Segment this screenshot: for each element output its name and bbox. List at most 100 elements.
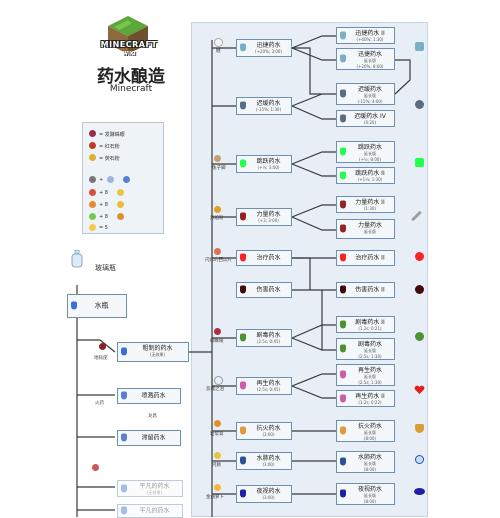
strength-ii-label: 力量药水 II [355, 199, 385, 206]
fermented-spider-eye-icon [89, 130, 96, 137]
poison-node[interactable]: 剧毒药水 (2.5s; 0:45) [236, 329, 292, 347]
water-breathing-ext-duration: (8:00) [363, 467, 377, 472]
page-title: 药水酿造 [97, 67, 165, 87]
fire-res-ext-label: 抗火药水 [357, 423, 382, 430]
ingredient-cluster-icon [92, 464, 99, 471]
healing-ii-node[interactable]: 治疗药水 II [336, 250, 395, 266]
harming-ii-icon [339, 285, 346, 295]
swiftness-ii-sub: (+40%; 1:30) [356, 37, 384, 42]
heal-effect-icon [415, 252, 424, 261]
night-vision-label: 夜视药水 [256, 488, 281, 495]
regen-ext-label: 再生药水 [357, 367, 382, 374]
rabbit-foot-icon [214, 155, 221, 162]
leaping-node[interactable]: 跳跃药水 (+½; 3:00) [236, 155, 292, 173]
water-breathing-node[interactable]: 水肺药水 (3:00) [236, 452, 292, 470]
healing-node[interactable]: 治疗药水 [236, 250, 292, 266]
awkward-potion-icon [120, 347, 127, 357]
strength-ext-label: 力量药水 [357, 222, 382, 229]
splash-potion-node[interactable]: 喷溅药水 [117, 388, 181, 404]
strength-ext-node[interactable]: 力量药水 延长版 [336, 219, 395, 239]
water-bottle-node[interactable]: 水瓶 [67, 294, 127, 318]
night-vision-ext-sub: 延长版 [364, 493, 376, 498]
harming-node[interactable]: 伤害药水 [236, 282, 292, 298]
slowness-iv-sub: (0:20) [363, 120, 377, 125]
swiftness-sub: (+20%; 3:00) [255, 49, 282, 54]
regen-ext-node[interactable]: 再生药水 延长版 (2.5s; 1:30) [336, 364, 395, 386]
fire-res-ext-duration: (8:00) [363, 436, 377, 441]
night-vision-ext-label: 夜视药水 [357, 486, 382, 493]
water-breathing-label: 水肺药水 [256, 455, 281, 462]
golden-carrot-trunk-icon [214, 484, 221, 491]
swiftness-icon [239, 43, 246, 53]
regen-node[interactable]: 再生药水 (2.5s; 0:45) [236, 377, 292, 395]
strength-node[interactable]: 力量药水 (+3; 3:00) [236, 208, 292, 226]
thick-potion-label: 平凡的药水 [139, 483, 170, 490]
slowness-iv-icon [339, 114, 346, 123]
fire-res-sub: (3:00) [262, 432, 275, 437]
swiftness-ext-node[interactable]: 迅捷药水 延长版 (+20%; 8:00) [336, 48, 395, 70]
blaze-powder-label: 烈焰粉 [210, 216, 224, 221]
golden-carrot-icon [117, 201, 124, 208]
spider-eye-label: 蜘蛛眼 [210, 339, 224, 344]
poison-ii-icon [339, 320, 346, 329]
slowness-node[interactable]: 迟缓药水 (-15%; 1:30) [236, 97, 292, 115]
regen-ext-sub: 延长版 [364, 374, 376, 379]
melon-icon [89, 189, 96, 196]
strength-ext-icon [339, 224, 346, 234]
poison-ii-node[interactable]: 剧毒药水 II (1.2s; 0:21) [336, 316, 395, 333]
shield-effect-icon [415, 424, 424, 433]
slowness-label: 迟缓药水 [256, 100, 281, 107]
fire-res-node[interactable]: 抗火药水 (3:00) [236, 422, 292, 440]
swiftness-ii-node[interactable]: 迅捷药水 II (+40%; 1:30) [336, 27, 395, 44]
poison-sub: (2.5s; 0:45) [256, 339, 281, 344]
fire-res-ext-node[interactable]: 抗火药水 延长版 (8:00) [336, 420, 395, 442]
glowstone-icon [89, 154, 96, 161]
strength-ii-node[interactable]: 力量药水 II (1:30) [336, 196, 395, 213]
leaping-ii-node[interactable]: 跳跃药水 II (+1¼; 1:30) [336, 167, 395, 184]
thick-potion-node[interactable]: 平凡的药水 (无效果) [117, 480, 183, 497]
nether-wart-label: 地狱疣 [94, 356, 108, 361]
regen-ii-icon [339, 394, 346, 403]
legend-box: = 发酵蛛眼 = 红石粉 = 荧石粉 + + 8 + 8 + 8 = 5 [82, 122, 164, 234]
slowness-icon [239, 101, 246, 111]
logo-subtext: WIKI [122, 51, 136, 57]
mundane-potion-node[interactable]: 平凡的药水 [117, 504, 183, 518]
slowness-ext-node[interactable]: 迟缓药水 延长版 (-15%; 4:00) [336, 83, 395, 105]
leaping-ext-label: 跳跃药水 [357, 144, 382, 151]
slowness-sub: (-15%; 1:30) [255, 107, 282, 112]
awkward-potion-node[interactable]: 粗制的药水 (无效果) [117, 342, 189, 362]
logo-text: MINECRAFT [100, 40, 158, 49]
regen-ii-node[interactable]: 再生药水 II (1.2s; 0:22) [336, 390, 395, 407]
spider-eye-icon [214, 328, 221, 335]
swiftness-ext-icon [339, 54, 346, 64]
heart-effect-icon [414, 380, 425, 394]
slimeball-icon [89, 213, 96, 220]
lingering-potion-node[interactable]: 滞留药水 [117, 430, 181, 446]
legend-fermented: = 发酵蛛眼 [99, 132, 125, 138]
leaping-ext-node[interactable]: 跳跃药水 延长版 (+½; 8:00) [336, 141, 395, 163]
legend-formula-2: + 8 [99, 202, 108, 208]
leaping-ext-sub: 延长版 [364, 151, 376, 156]
lingering-potion-label: 滞留药水 [141, 434, 166, 442]
night-vision-ext-node[interactable]: 夜视药水 延长版 (8:00) [336, 483, 395, 505]
gunpowder-icon [89, 176, 96, 183]
poison-ext-icon [339, 344, 346, 354]
fire-res-icon [239, 426, 246, 436]
legend-redstone: = 红石粉 [99, 144, 120, 150]
water-breathing-ext-icon [339, 457, 346, 467]
harming-ii-node[interactable]: 伤害药水 II [336, 282, 395, 298]
swiftness-ext-label: 迅捷药水 [357, 51, 382, 58]
swiftness-node[interactable]: 迅捷药水 (+20%; 3:00) [236, 39, 292, 57]
magma-cream-icon [117, 213, 124, 220]
water-breathing-sub: (3:00) [262, 462, 275, 467]
slowness-iv-node[interactable]: 迟缓药水 IV (0:20) [336, 110, 395, 127]
awkward-potion-sub: (无效果) [149, 352, 166, 357]
water-breathing-ext-node[interactable]: 水肺药水 延长版 (8:00) [336, 451, 395, 473]
regen-sub: (2.5s; 0:45) [256, 387, 281, 392]
splash-potion-icon [120, 391, 127, 401]
gold-nugget-icon [117, 189, 124, 196]
poison-ext-node[interactable]: 剧毒药水 延长版 (2.5s; 1:30) [336, 338, 395, 360]
harming-ii-label: 伤害药水 II [355, 286, 385, 294]
night-vision-node[interactable]: 夜视药水 (3:00) [236, 485, 292, 503]
legend-plus: + [99, 177, 104, 183]
